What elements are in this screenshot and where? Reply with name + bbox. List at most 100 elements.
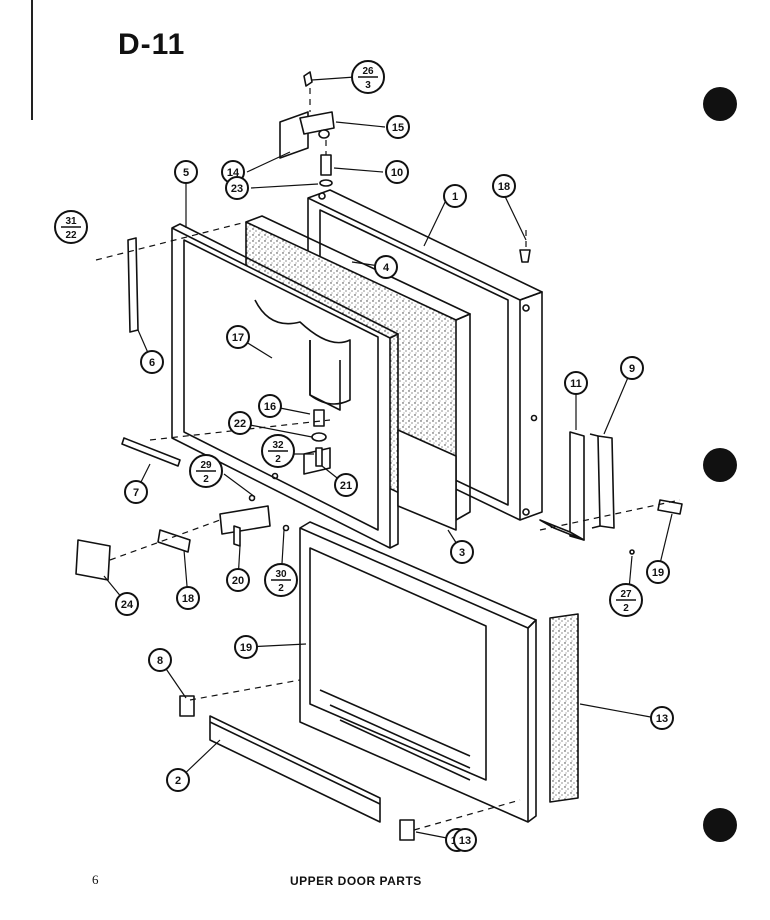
callout-number: 18 bbox=[182, 593, 194, 605]
callout-19: 19 bbox=[234, 635, 258, 659]
bottom-trim-strip bbox=[121, 437, 181, 467]
callout-19: 19 bbox=[646, 560, 670, 584]
callout-29-2: 292 bbox=[189, 454, 223, 488]
callout-circle bbox=[453, 828, 477, 852]
binder-hole-bottom bbox=[703, 808, 737, 842]
callout-circle bbox=[115, 592, 139, 616]
callout-number: 31 bbox=[65, 216, 77, 227]
binder-hole-middle bbox=[703, 448, 737, 482]
callout-number: 29 bbox=[200, 460, 212, 471]
callout-number: 9 bbox=[629, 363, 635, 375]
callout-circle bbox=[650, 706, 674, 730]
callout-number: 6 bbox=[149, 357, 155, 369]
callout-4: 4 bbox=[374, 255, 398, 279]
callout-circle bbox=[176, 586, 200, 610]
callout-number: 4 bbox=[383, 262, 390, 274]
callout-number: 19 bbox=[240, 642, 252, 654]
callout-number: 5 bbox=[183, 167, 189, 179]
callout-10: 10 bbox=[385, 160, 409, 184]
upper-hinge-assembly bbox=[279, 71, 335, 187]
callout-quantity: 22 bbox=[65, 230, 77, 241]
callout-circle bbox=[226, 325, 250, 349]
callout-13: 13 bbox=[650, 706, 674, 730]
callout-circle bbox=[374, 255, 398, 279]
callout-quantity: 2 bbox=[278, 583, 284, 594]
callout-number: 23 bbox=[231, 183, 243, 195]
callout-21: 21 bbox=[334, 473, 358, 497]
lower-door-liner bbox=[299, 521, 537, 823]
callout-circle bbox=[450, 540, 474, 564]
callout-23: 23 bbox=[225, 176, 249, 200]
callout-circle bbox=[386, 115, 410, 139]
callout-circle bbox=[646, 560, 670, 584]
callout-9: 9 bbox=[620, 356, 644, 380]
callout-number: 7 bbox=[133, 487, 139, 499]
callout-number: 8 bbox=[157, 655, 163, 667]
callout-number: 2 bbox=[175, 775, 181, 787]
corner-bracket-lower bbox=[399, 819, 415, 841]
callout-number: 30 bbox=[275, 569, 287, 580]
callout-number: 18 bbox=[498, 181, 510, 193]
callout-number: 17 bbox=[232, 332, 244, 344]
callout-13: 13 bbox=[453, 828, 477, 852]
callout-circle bbox=[492, 174, 516, 198]
callout-27-2: 272 bbox=[609, 583, 643, 617]
callout-number: 26 bbox=[362, 66, 374, 77]
callout-circle bbox=[258, 394, 282, 418]
callout-11: 11 bbox=[564, 371, 588, 395]
callout-circle bbox=[124, 480, 148, 504]
callout-circle bbox=[228, 411, 252, 435]
callout-circle bbox=[140, 350, 164, 374]
callout-5: 5 bbox=[174, 160, 198, 184]
callout-20: 20 bbox=[226, 568, 250, 592]
callout-circle bbox=[564, 371, 588, 395]
callout-circle bbox=[385, 160, 409, 184]
callout-26-3: 263 bbox=[351, 60, 385, 94]
callout-number: 13 bbox=[459, 835, 471, 847]
callout-30-2: 302 bbox=[264, 563, 298, 597]
lower-side-panel bbox=[549, 613, 579, 803]
callout-circle bbox=[174, 160, 198, 184]
callout-3: 3 bbox=[450, 540, 474, 564]
callout-1: 1 bbox=[443, 184, 467, 208]
callout-circle bbox=[620, 356, 644, 380]
callout-18: 18 bbox=[176, 586, 200, 610]
callout-7: 7 bbox=[124, 480, 148, 504]
callout-circle bbox=[226, 568, 250, 592]
callout-number: 24 bbox=[121, 599, 134, 611]
callout-number: 27 bbox=[620, 589, 632, 600]
callout-number: 22 bbox=[234, 418, 246, 430]
callout-quantity: 2 bbox=[623, 603, 629, 614]
page-number: 6 bbox=[92, 872, 99, 887]
callout-15: 15 bbox=[386, 115, 410, 139]
hole-plug bbox=[519, 249, 531, 263]
callout-circle bbox=[148, 648, 172, 672]
callout-number: 32 bbox=[272, 440, 284, 451]
callout-32-2: 322 bbox=[261, 434, 295, 468]
callout-number: 19 bbox=[652, 567, 664, 579]
callout-quantity: 2 bbox=[275, 454, 281, 465]
callout-22: 22 bbox=[228, 411, 252, 435]
callout-24: 24 bbox=[115, 592, 139, 616]
callout-18: 18 bbox=[492, 174, 516, 198]
callout-8: 8 bbox=[148, 648, 172, 672]
door-handle-assembly bbox=[539, 431, 683, 555]
callout-number: 10 bbox=[391, 167, 403, 179]
callout-number: 20 bbox=[232, 575, 244, 587]
callout-number: 16 bbox=[264, 401, 276, 413]
page-caption: UPPER DOOR PARTS bbox=[290, 874, 422, 888]
callout-6: 6 bbox=[140, 350, 164, 374]
callout-number: 11 bbox=[570, 378, 582, 390]
binder-hole-top bbox=[703, 87, 737, 121]
callout-quantity: 2 bbox=[203, 474, 209, 485]
callout-17: 17 bbox=[226, 325, 250, 349]
callout-number: 15 bbox=[392, 122, 404, 134]
corner-bracket-upper bbox=[179, 695, 195, 717]
callout-number: 3 bbox=[459, 547, 465, 559]
callout-16: 16 bbox=[258, 394, 282, 418]
diagram-title: D-11 bbox=[118, 28, 186, 61]
